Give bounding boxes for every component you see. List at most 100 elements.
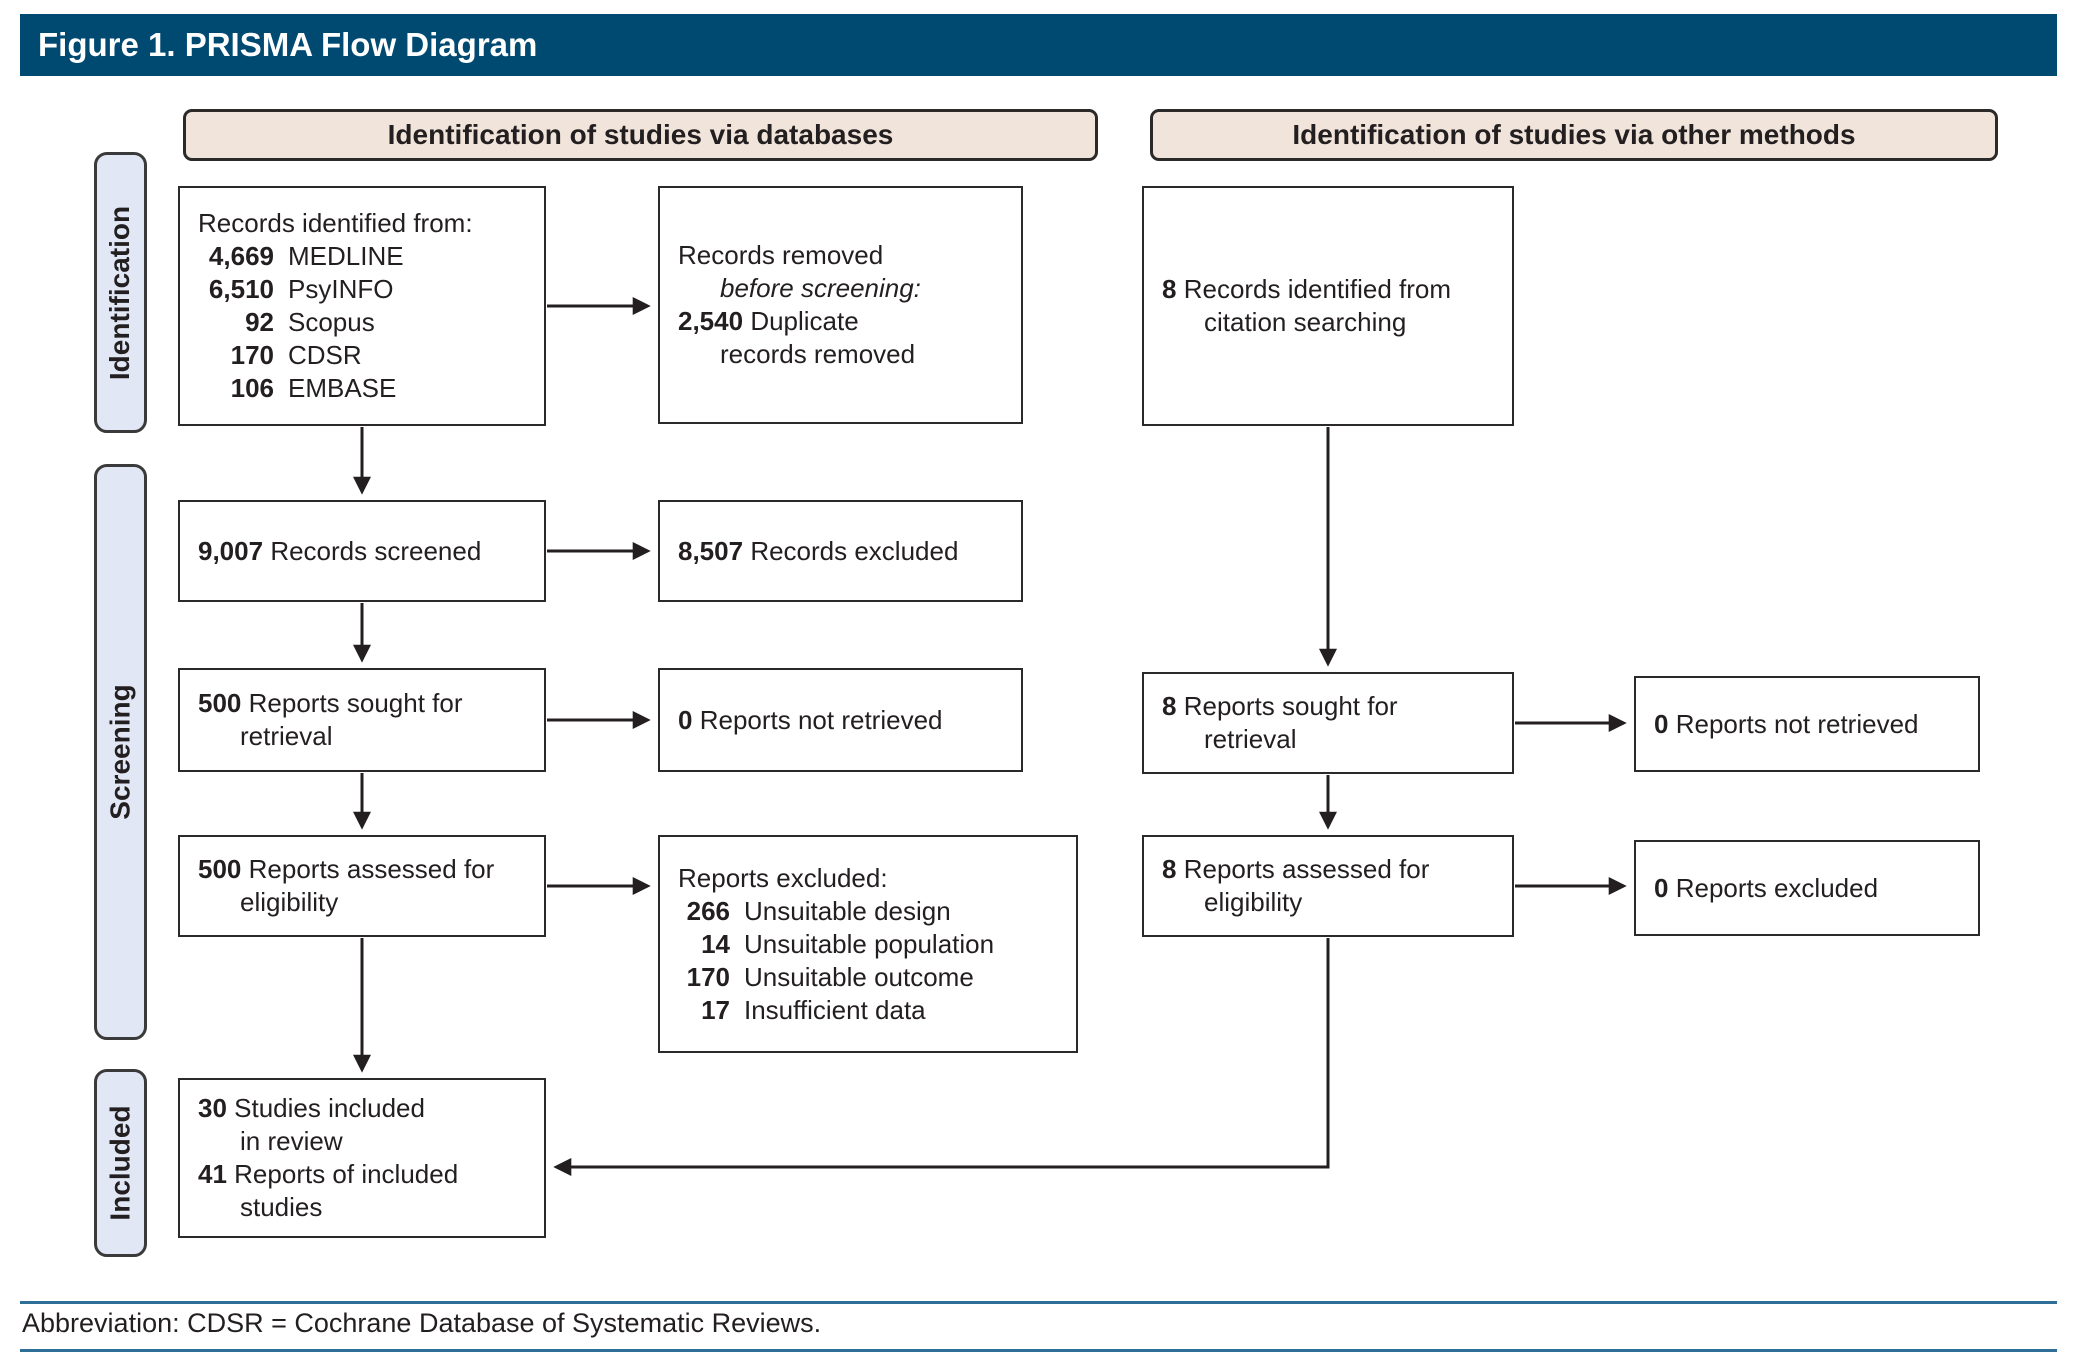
box-reports-not-retrieved-databases: 0 Reports not retrieved [658,668,1023,772]
reports-assessed-line1: 500 Reports assessed for [198,853,526,886]
box-reports-excluded-reasons: Reports excluded: 266 Unsuitable design … [658,835,1078,1053]
records-removed-line4: records removed [720,339,916,369]
excluded-count-design: 266 [686,895,730,926]
reports-excluded-other-line: 0 Reports excluded [1654,872,1960,905]
reports-sought-other-line2: retrieval [1204,724,1297,754]
column-header-other-methods-label: Identification of studies via other meth… [1292,119,1856,150]
records-identified-label-scopus: Scopus [288,307,375,337]
excluded-label-design: Unsuitable design [744,895,951,926]
records-screened-line: 9,007 Records screened [198,535,526,568]
reports-included-text: Reports of included [234,1159,459,1189]
reports-sought-line1: 500 Reports sought for [198,687,526,720]
reports-included-line2: studies [240,1192,323,1222]
figure-title: Figure 1. PRISMA Flow Diagram [38,26,538,63]
records-removed-line3: 2,540 Duplicate [678,305,1003,338]
footnote-divider-top [20,1301,2057,1304]
reports-sought-other-count: 8 [1162,691,1177,721]
reports-assessed-count: 500 [198,854,242,884]
box-records-identified: Records identified from: 4,669 MEDLINE 6… [178,186,546,426]
stage-label-identification: Identification [94,152,147,433]
stage-label-identification-text: Identification [104,205,136,380]
studies-included-line2: in review [240,1126,343,1156]
records-identified-count-embase: 106 [230,373,274,403]
column-header-databases: Identification of studies via databases [183,109,1098,161]
reports-not-retrieved-text: Reports not retrieved [699,704,943,735]
footnote-divider-bottom [20,1349,2057,1352]
reports-excluded-other-text: Reports excluded [1675,872,1879,903]
column-header-databases-label: Identification of studies via databases [387,119,894,150]
records-removed-line2: before screening: [720,273,921,303]
box-reports-excluded-other: 0 Reports excluded [1634,840,1980,936]
reports-assessed-line2: eligibility [240,887,339,917]
stage-label-screening-text: Screening [104,684,136,820]
excluded-count-data: 17 [701,994,730,1025]
reports-included-count: 41 [198,1159,227,1189]
box-reports-assessed-databases: 500 Reports assessed for eligibility [178,835,546,937]
reports-assessed-other-line2: eligibility [1204,887,1303,917]
reports-assessed-text: Reports assessed for [248,854,495,884]
reports-not-retrieved-other-text: Reports not retrieved [1675,708,1919,739]
excluded-label-population: Unsuitable population [744,928,995,959]
box-reports-sought-databases: 500 Reports sought for retrieval [178,668,546,772]
reports-excluded-other-count: 0 [1654,872,1669,903]
box-reports-assessed-other: 8 Reports assessed for eligibility [1142,835,1514,937]
reports-assessed-other-text: Reports assessed for [1183,854,1430,884]
studies-included-text: Studies included [234,1093,425,1123]
reports-excluded-list: Reports excluded: 266 Unsuitable design … [678,862,1058,1027]
reports-sought-line2: retrieval [240,721,333,751]
records-removed-count: 2,540 [678,306,744,336]
box-reports-not-retrieved-other: 0 Reports not retrieved [1634,676,1980,772]
reports-not-retrieved-other-line: 0 Reports not retrieved [1654,708,1960,741]
records-identified-label-psyinfo: PsyINFO [288,274,394,304]
reports-excluded-intro: Reports excluded: [678,862,888,893]
figure-title-bar: Figure 1. PRISMA Flow Diagram [20,14,2057,76]
records-citation-text: Records identified from [1183,274,1452,304]
box-studies-included: 30 Studies included in review 41 Reports… [178,1078,546,1238]
stage-label-screening: Screening [94,464,147,1040]
reports-not-retrieved-count: 0 [678,704,693,735]
excluded-label-data: Insufficient data [744,994,926,1025]
reports-included-line1: 41 Reports of included [198,1158,526,1191]
records-excluded-line: 8,507 Records excluded [678,535,1003,568]
reports-not-retrieved-line: 0 Reports not retrieved [678,704,1003,737]
records-identified-label-medline: MEDLINE [288,241,404,271]
reports-not-retrieved-other-count: 0 [1654,708,1669,739]
reports-assessed-other-line1: 8 Reports assessed for [1162,853,1494,886]
excluded-label-outcome: Unsuitable outcome [744,961,974,992]
column-header-other-methods: Identification of studies via other meth… [1150,109,1998,161]
stage-label-included-text: Included [104,1105,136,1221]
records-citation-count: 8 [1162,274,1177,304]
reports-sought-other-line1: 8 Reports sought for [1162,690,1494,723]
reports-sought-count: 500 [198,688,242,718]
records-identified-count-medline: 4,669 [208,241,274,271]
records-screened-count: 9,007 [198,535,264,566]
records-removed-text: Duplicate [750,306,859,336]
records-citation-line2: citation searching [1204,307,1407,337]
reports-sought-text: Reports sought for [248,688,463,718]
records-removed-line1: Records removed [678,240,884,270]
box-records-citation-searching: 8 Records identified from citation searc… [1142,186,1514,426]
records-identified-label-embase: EMBASE [288,373,397,403]
records-excluded-text: Records excluded [750,535,959,566]
stage-label-included: Included [94,1069,147,1257]
studies-included-count: 30 [198,1093,227,1123]
records-identified-label-cdsr: CDSR [288,340,362,370]
box-reports-sought-other: 8 Reports sought for retrieval [1142,672,1514,774]
studies-included-line1: 30 Studies included [198,1092,526,1125]
records-identified-count-scopus: 92 [245,307,274,337]
excluded-count-outcome: 170 [686,961,730,992]
reports-sought-other-text: Reports sought for [1183,691,1398,721]
excluded-count-population: 14 [701,928,730,959]
records-excluded-count: 8,507 [678,535,744,566]
box-records-screened: 9,007 Records screened [178,500,546,602]
records-identified-count-psyinfo: 6,510 [208,274,274,304]
box-records-excluded: 8,507 Records excluded [658,500,1023,602]
box-records-removed: Records removed before screening: 2,540 … [658,186,1023,424]
records-identified-list: Records identified from: 4,669 MEDLINE 6… [198,207,526,405]
records-identified-intro: Records identified from: [198,208,473,238]
records-screened-text: Records screened [270,535,482,566]
reports-assessed-other-count: 8 [1162,854,1177,884]
records-identified-count-cdsr: 170 [230,340,274,370]
abbreviation-footnote: Abbreviation: CDSR = Cochrane Database o… [22,1308,822,1338]
